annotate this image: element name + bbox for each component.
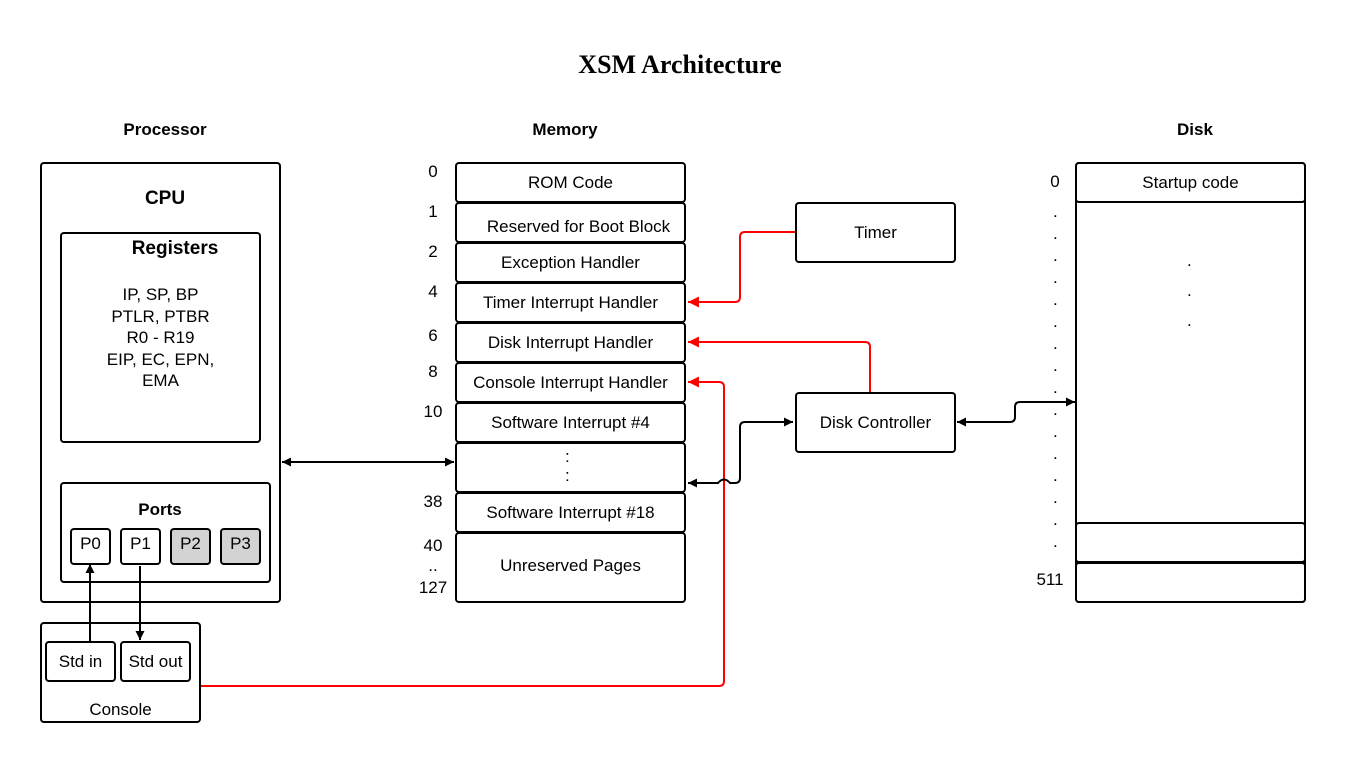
diskcontroller-disk-link — [957, 397, 1075, 427]
memory-ellipsis: : : — [565, 447, 570, 485]
memory-block-console-handler: Console Interrupt Handler — [455, 362, 686, 403]
memory-addr: 38 — [423, 492, 443, 511]
memory-addr: 10 — [423, 402, 443, 421]
disk-dot: . — [1053, 246, 1058, 265]
disk-block-startup: Startup code — [1075, 162, 1306, 203]
disk-controller-box: Disk Controller — [795, 392, 956, 453]
register-line: R0 - R19 — [126, 328, 195, 347]
register-line: EMA — [142, 371, 179, 390]
register-line: PTLR, PTBR — [111, 306, 210, 326]
page-title: XSM Architecture — [578, 50, 782, 79]
registers-label: Registers — [131, 238, 219, 259]
disk-dot: . — [1187, 281, 1192, 300]
disk-dot: . — [1053, 334, 1058, 353]
disk-heading: Disk — [1177, 120, 1213, 139]
timer-interrupt-link — [688, 231, 795, 308]
register-line: IP, SP, BP — [122, 285, 199, 304]
disk-dot: . — [1053, 224, 1058, 243]
memory-addr-range-dots: .. — [428, 556, 438, 575]
disk-dot: . — [1053, 510, 1058, 529]
disk-dot: . — [1053, 422, 1058, 441]
memory-addr: 2 — [428, 242, 438, 261]
disk-dot: . — [1187, 311, 1192, 330]
memory-block-unreserved: Unreserved Pages — [455, 532, 686, 603]
disk-addr-last: 511 — [1036, 570, 1064, 589]
cpu-label: CPU — [144, 188, 186, 209]
memory-block-swi-18: Software Interrupt #18 — [455, 492, 686, 533]
disk-dot: . — [1187, 251, 1192, 270]
ports-label: Ports — [138, 500, 182, 519]
registers-box — [60, 232, 261, 443]
memory-addr: 8 — [428, 362, 438, 381]
memory-addr: 0 — [428, 162, 438, 181]
disk-dot: . — [1053, 312, 1058, 331]
memory-addr: 40 — [423, 536, 443, 555]
port-p1: P1 — [120, 528, 161, 565]
processor-heading: Processor — [123, 120, 207, 139]
disk-dot: . — [1053, 356, 1058, 375]
disk-dot: . — [1053, 202, 1058, 221]
disk-dot: . — [1053, 532, 1058, 551]
port-p3: P3 — [220, 528, 261, 565]
memory-addr: 4 — [428, 282, 438, 301]
disk-dot: . — [1053, 488, 1058, 507]
memory-addr: 1 — [428, 202, 438, 221]
disk-dot: . — [1053, 444, 1058, 463]
memory-addr-end: 127 — [418, 578, 448, 597]
disk-dot: . — [1053, 268, 1058, 287]
std-out-box: Std out — [120, 641, 191, 682]
disk-block — [1075, 522, 1306, 563]
timer-box: Timer — [795, 202, 956, 263]
disk-addr-first: 0 — [1050, 172, 1060, 191]
port-p2: P2 — [170, 528, 211, 565]
register-line: EIP, EC, EPN, — [106, 349, 215, 369]
disk-block-last — [1075, 562, 1306, 603]
std-in-box: Std in — [45, 641, 116, 682]
memory-block-swi-4: Software Interrupt #4 — [455, 402, 686, 443]
disk-dot: . — [1053, 290, 1058, 309]
disk-dot: . — [1053, 378, 1058, 397]
register-list: IP, SP, BP PTLR, PTBR R0 - R19 EIP, EC, … — [60, 284, 261, 392]
disk-interrupt-link — [688, 336, 871, 392]
memory-block-rom: ROM Code — [455, 162, 686, 203]
memory-block-boot: Reserved for Boot Block — [455, 202, 686, 243]
port-p0: P0 — [70, 528, 111, 565]
console-label: Console — [89, 700, 152, 719]
memory-heading: Memory — [532, 120, 598, 139]
console-interrupt-link — [201, 376, 725, 687]
memory-diskcontroller-link — [688, 417, 793, 488]
memory-block-gap — [455, 442, 686, 493]
memory-addr: 6 — [428, 326, 438, 345]
disk-dot: . — [1053, 466, 1058, 485]
